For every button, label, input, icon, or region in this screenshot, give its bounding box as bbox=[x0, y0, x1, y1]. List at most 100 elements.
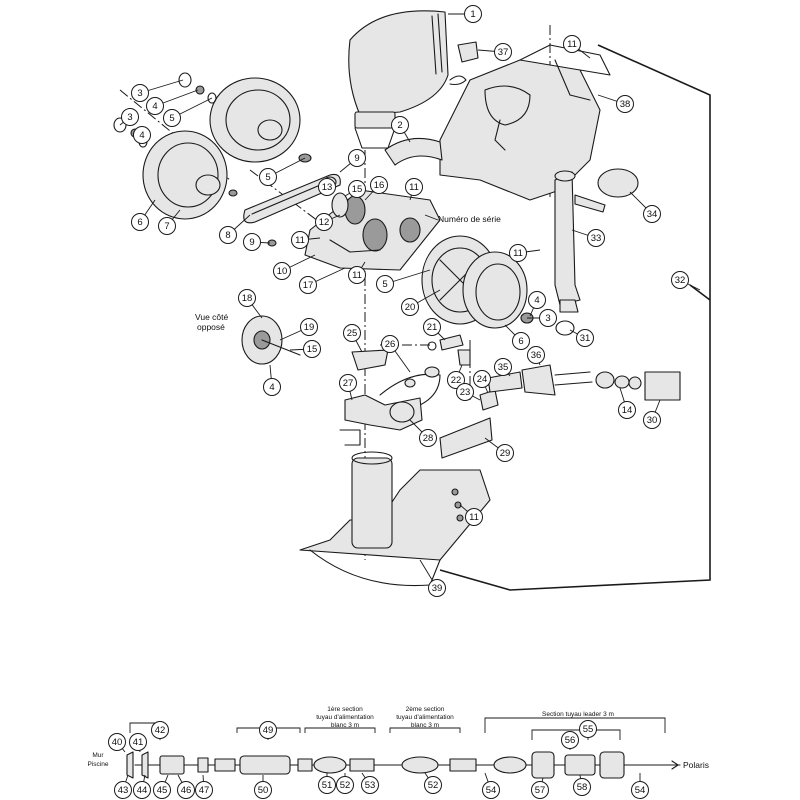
callout-number: 53 bbox=[365, 780, 376, 791]
valve-parts bbox=[427, 334, 471, 366]
callout-15: 15 bbox=[348, 180, 366, 198]
callout-39: 39 bbox=[428, 579, 446, 597]
callout-37: 37 bbox=[494, 43, 512, 61]
callout-45: 45 bbox=[153, 781, 171, 799]
side-plate bbox=[439, 417, 493, 459]
callout-3: 3 bbox=[121, 108, 139, 126]
callout-number: 6 bbox=[137, 217, 142, 228]
callout-number: 4 bbox=[269, 382, 274, 393]
callout-number: 9 bbox=[249, 237, 254, 248]
callout-15: 15 bbox=[303, 340, 321, 358]
callout-number: 40 bbox=[112, 737, 123, 748]
callout-11: 11 bbox=[405, 178, 423, 196]
front-wheel bbox=[421, 235, 528, 329]
polaris-label: Polaris bbox=[683, 760, 709, 770]
callout-number: 5 bbox=[265, 172, 270, 183]
callout-number: 19 bbox=[304, 322, 315, 333]
bag-clip bbox=[457, 41, 479, 63]
callout-35: 35 bbox=[494, 358, 512, 376]
callout-40: 40 bbox=[108, 733, 126, 751]
section2-label-2: tuyau d'alimentation bbox=[396, 714, 454, 721]
gear-detail-side-view bbox=[241, 315, 301, 365]
callout-number: 14 bbox=[622, 405, 633, 416]
callout-12: 12 bbox=[315, 213, 333, 231]
section1-label-1: 1ère section bbox=[327, 706, 363, 713]
callout-47: 47 bbox=[195, 781, 213, 799]
callout-10: 10 bbox=[273, 262, 291, 280]
callout-number: 42 bbox=[155, 725, 166, 736]
callout-number: 4 bbox=[152, 101, 157, 112]
callout-44: 44 bbox=[133, 781, 151, 799]
callout-number: 11 bbox=[352, 270, 362, 281]
upper-clip bbox=[351, 349, 389, 371]
callout-number: 32 bbox=[675, 275, 686, 286]
callout-16: 16 bbox=[370, 176, 388, 194]
callout-46: 46 bbox=[177, 781, 195, 799]
callout-4: 4 bbox=[133, 126, 151, 144]
callout-9: 9 bbox=[243, 233, 261, 251]
serial-number-label: Numéro de série bbox=[438, 214, 501, 224]
callout-18: 18 bbox=[238, 289, 256, 307]
callout-number: 3 bbox=[545, 313, 550, 324]
section2-label-1: 2ème section bbox=[406, 706, 445, 713]
callout-number: 17 bbox=[303, 280, 314, 291]
callout-42: 42 bbox=[151, 721, 169, 739]
callout-6: 6 bbox=[131, 213, 149, 231]
view-opposite-label-1: Vue côté bbox=[195, 312, 229, 322]
callout-number: 34 bbox=[647, 209, 658, 220]
callout-number: 2 bbox=[397, 120, 402, 131]
callout-number: 44 bbox=[137, 785, 148, 796]
callout-number: 47 bbox=[199, 785, 210, 796]
callout-22: 22 bbox=[447, 371, 465, 389]
callout-3: 3 bbox=[539, 309, 557, 327]
hose-section-brackets bbox=[129, 717, 666, 740]
gear-chassis bbox=[304, 176, 441, 271]
callout-9: 9 bbox=[348, 149, 366, 167]
callout-52: 52 bbox=[336, 776, 354, 794]
callout-number: 3 bbox=[127, 112, 132, 123]
callout-number: 36 bbox=[531, 350, 542, 361]
swivel-hose bbox=[379, 366, 441, 406]
callout-11: 11 bbox=[348, 266, 366, 284]
callout-1: 1 bbox=[464, 5, 482, 23]
callout-11: 11 bbox=[563, 35, 581, 53]
callout-number: 18 bbox=[242, 293, 253, 304]
callout-23: 23 bbox=[456, 383, 474, 401]
callout-number: 26 bbox=[385, 339, 396, 350]
callout-number: 16 bbox=[374, 180, 385, 191]
callout-7: 7 bbox=[158, 217, 176, 235]
callout-55: 55 bbox=[579, 720, 597, 738]
callout-number: 1 bbox=[470, 9, 475, 20]
callout-27: 27 bbox=[339, 374, 357, 392]
callout-number: 11 bbox=[567, 39, 577, 50]
callout-17: 17 bbox=[299, 276, 317, 294]
callout-number: 22 bbox=[451, 375, 462, 386]
callout-number: 43 bbox=[118, 785, 129, 796]
callout-number: 51 bbox=[322, 780, 333, 791]
assembly-frame bbox=[439, 44, 711, 591]
callout-number: 8 bbox=[225, 230, 230, 241]
hood-cover bbox=[384, 137, 443, 166]
callout-50: 50 bbox=[254, 781, 272, 799]
section1-label-2: tuyau d'alimentation bbox=[316, 714, 374, 721]
callout-33: 33 bbox=[587, 229, 605, 247]
callout-number: 11 bbox=[409, 182, 419, 193]
callout-21: 21 bbox=[423, 318, 441, 336]
callout-number: 7 bbox=[164, 221, 169, 232]
callout-13: 13 bbox=[318, 178, 336, 196]
callout-6: 6 bbox=[512, 332, 530, 350]
callout-number: 24 bbox=[477, 374, 488, 385]
rear-wheels bbox=[142, 77, 301, 220]
callout-53: 53 bbox=[361, 776, 379, 794]
callout-number: 31 bbox=[580, 333, 591, 344]
callout-32: 32 bbox=[671, 271, 689, 289]
callout-number: 4 bbox=[139, 130, 144, 141]
callout-36: 36 bbox=[527, 346, 545, 364]
callout-number: 21 bbox=[427, 322, 438, 333]
callout-19: 19 bbox=[300, 318, 318, 336]
callout-number: 45 bbox=[157, 785, 168, 796]
callout-4: 4 bbox=[146, 97, 164, 115]
callout-4: 4 bbox=[528, 291, 546, 309]
callout-41: 41 bbox=[129, 733, 147, 751]
base-housing bbox=[299, 451, 491, 587]
